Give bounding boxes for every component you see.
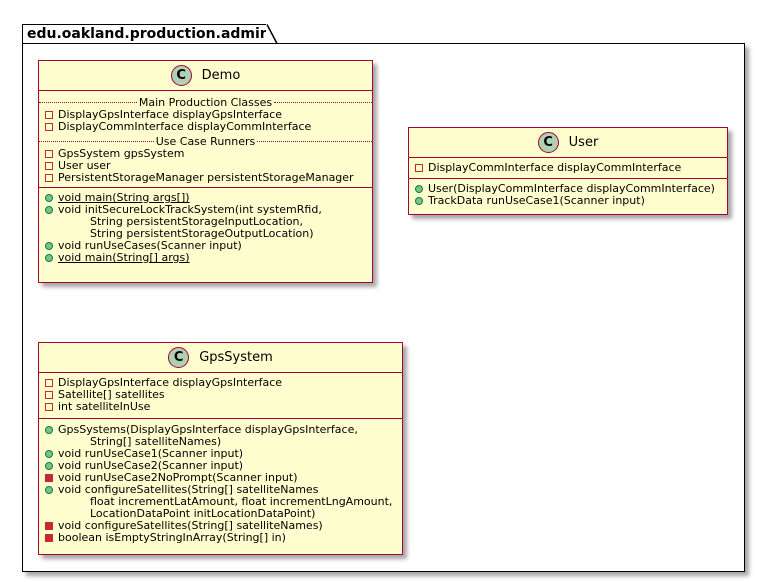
private-visibility-icon — [45, 379, 53, 387]
public-visibility-icon — [415, 197, 423, 205]
method-row: User(DisplayCommInterface displayCommInt… — [409, 183, 727, 195]
public-visibility-icon — [45, 426, 53, 434]
class-user[interactable]: C User DisplayCommInterface displayCommI… — [408, 127, 728, 215]
public-visibility-icon — [45, 242, 53, 250]
fields-section: Main Production Classes DisplayGpsInterf… — [39, 91, 372, 187]
public-visibility-icon — [45, 254, 53, 262]
public-visibility-icon — [45, 450, 53, 458]
method-row: void configureSatellites(String[] satell… — [39, 520, 402, 532]
field-row: User user — [39, 160, 372, 172]
private-visibility-icon — [45, 522, 53, 530]
private-visibility-icon — [415, 164, 423, 172]
class-header: C GpsSystem — [39, 343, 402, 373]
package-name: edu.oakland.production.admin — [27, 26, 270, 42]
class-c-icon: C — [170, 65, 192, 86]
field-row: DisplayGpsInterface displayGpsInterface — [39, 377, 402, 389]
public-visibility-icon — [45, 194, 53, 202]
field-row: DisplayGpsInterface displayGpsInterface — [39, 109, 372, 121]
private-visibility-icon — [45, 162, 53, 170]
class-name: User — [568, 134, 599, 150]
method-row: GpsSystems(DisplayGpsInterface displayGp… — [39, 424, 402, 436]
class-c-icon: C — [168, 347, 190, 368]
class-gpssystem[interactable]: C GpsSystem DisplayGpsInterface displayG… — [38, 342, 403, 555]
fields-section: DisplayCommInterface displayCommInterfac… — [409, 158, 727, 178]
field-row: int satelliteInUse — [39, 401, 402, 413]
fields-section: DisplayGpsInterface displayGpsInterface … — [39, 373, 402, 418]
method-continuation: LocationDataPoint initLocationDataPoint) — [90, 507, 316, 520]
field-row: DisplayCommInterface displayCommInterfac… — [409, 162, 727, 174]
field-separator: Use Case Runners — [39, 135, 372, 148]
private-visibility-icon — [45, 391, 53, 399]
field-row: Satellite[] satellites — [39, 389, 402, 401]
package-tab: edu.oakland.production.admin — [22, 24, 270, 43]
private-visibility-icon — [45, 403, 53, 411]
class-header: C Demo — [39, 61, 372, 91]
method-row: TrackData runUseCase1(Scanner input) — [409, 195, 727, 207]
class-demo[interactable]: C Demo Main Production Classes DisplayGp… — [38, 60, 373, 283]
field-row: GpsSystem gpsSystem — [39, 148, 372, 160]
public-visibility-icon — [45, 206, 53, 214]
method-continuation: float incrementLatAmount, float incremen… — [90, 495, 393, 508]
public-visibility-icon — [45, 462, 53, 470]
class-name: Demo — [201, 67, 241, 83]
private-visibility-icon — [45, 123, 53, 131]
field-separator: Main Production Classes — [39, 96, 372, 109]
method-row: void configureSatellites(String[] satell… — [39, 484, 402, 496]
field-row: DisplayCommInterface displayCommInterfac… — [39, 121, 372, 133]
methods-section: GpsSystems(DisplayGpsInterface displayGp… — [39, 418, 402, 547]
method-continuation: String persistentStorageOutputLocation) — [90, 227, 314, 240]
class-header: C User — [409, 128, 727, 158]
class-name: GpsSystem — [199, 349, 273, 365]
method-row: void runUseCase1(Scanner input) — [39, 448, 402, 460]
class-c-icon: C — [537, 132, 559, 153]
methods-section: User(DisplayCommInterface displayCommInt… — [409, 178, 727, 210]
methods-section: void main(String args[]) void initSecure… — [39, 187, 372, 267]
public-visibility-icon — [415, 185, 423, 193]
method-continuation: String[] satelliteNames) — [90, 435, 222, 448]
private-visibility-icon — [45, 534, 53, 542]
method-row: void runUseCase2NoPrompt(Scanner input) — [39, 472, 402, 484]
method-row: void main(String args[]) — [39, 192, 372, 204]
private-visibility-icon — [45, 174, 53, 182]
method-continuation: String persistentStorageInputLocation, — [90, 215, 304, 228]
public-visibility-icon — [45, 486, 53, 494]
private-visibility-icon — [45, 474, 53, 482]
method-row: void main(String[] args) — [39, 252, 372, 264]
method-row: void initSecureLockTrackSystem(int syste… — [39, 204, 372, 216]
method-row: void runUseCases(Scanner input) — [39, 240, 372, 252]
private-visibility-icon — [45, 150, 53, 158]
package-tab-slant — [266, 24, 278, 44]
field-row: PersistentStorageManager persistentStora… — [39, 172, 372, 184]
private-visibility-icon — [45, 111, 53, 119]
method-row: boolean isEmptyStringInArray(String[] in… — [39, 532, 402, 544]
method-row: void runUseCase2(Scanner input) — [39, 460, 402, 472]
